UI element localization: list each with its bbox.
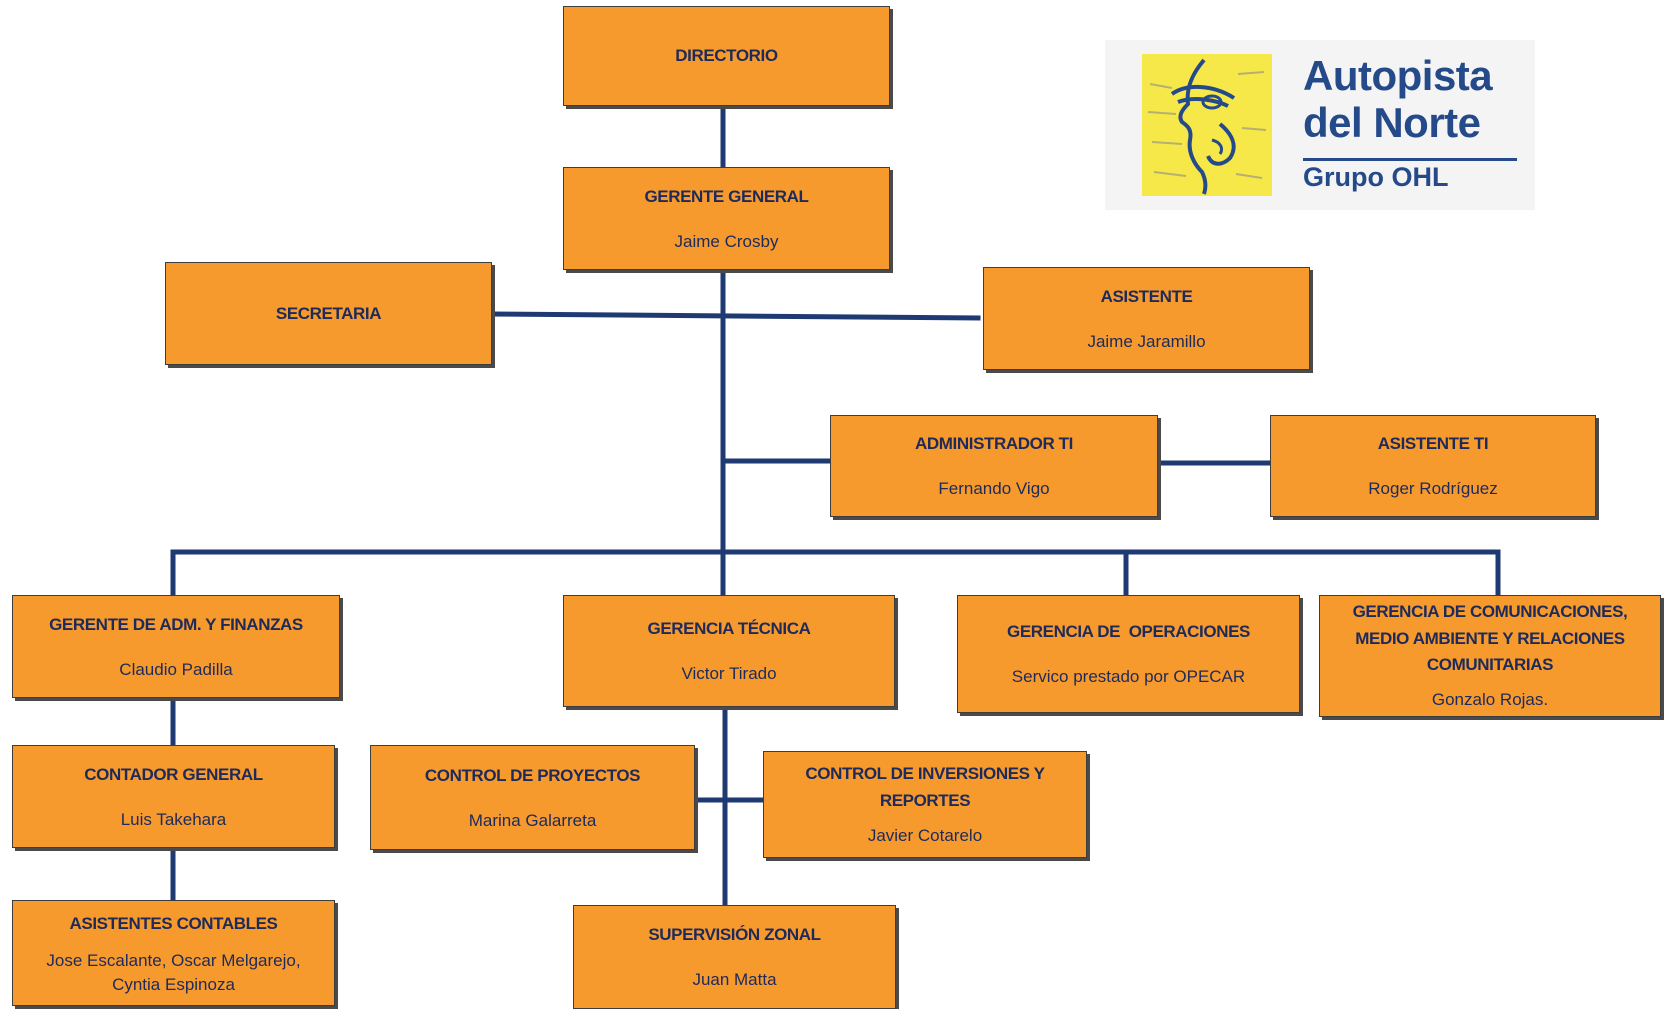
stylized-face-icon bbox=[1142, 54, 1272, 196]
box-control-inversiones: CONTROL DE INVERSIONES Y REPORTES Javier… bbox=[763, 751, 1087, 858]
box-asistente: ASISTENTE Jaime Jaramillo bbox=[983, 267, 1310, 370]
box-person: Luis Takehara bbox=[120, 809, 227, 829]
logo-text-line1: Autopista bbox=[1303, 52, 1493, 99]
logo-text-line2: del Norte bbox=[1303, 99, 1481, 146]
autopista-del-norte-logo: Autopista del Norte Grupo OHL bbox=[1105, 40, 1535, 210]
box-person: Jaime Crosby bbox=[674, 231, 779, 251]
box-person: Javier Cotarelo bbox=[867, 826, 983, 846]
box-person: Juan Matta bbox=[692, 970, 777, 990]
box-contador-general: CONTADOR GENERAL Luis Takehara bbox=[12, 745, 335, 848]
box-title: ASISTENTE TI bbox=[1377, 434, 1489, 454]
box-person: Marina Galarreta bbox=[468, 810, 597, 830]
box-gerencia-tecnica: GERENCIA TÉCNICA Victor Tirado bbox=[563, 595, 895, 707]
box-title: GERENCIA DE OPERACIONES bbox=[1007, 622, 1250, 642]
box-title: GERENCIA TÉCNICA bbox=[647, 619, 811, 639]
box-supervision-zonal: SUPERVISIÓN ZONAL Juan Matta bbox=[573, 905, 896, 1009]
box-asistente-ti: ASISTENTE TI Roger Rodríguez bbox=[1270, 415, 1596, 517]
box-gerencia-comunicaciones: GERENCIA DE COMUNICACIONES, MEDIO AMBIEN… bbox=[1319, 595, 1661, 717]
box-person: Servico prestado por OPECAR bbox=[1011, 667, 1246, 687]
box-person: Jaime Jaramillo bbox=[1087, 331, 1206, 351]
box-title: GERENCIA DE COMUNICACIONES, MEDIO AMBIEN… bbox=[1352, 602, 1628, 674]
box-administrador-ti: ADMINISTRADOR TI Fernando Vigo bbox=[830, 415, 1158, 517]
box-title: ADMINISTRADOR TI bbox=[915, 434, 1073, 454]
box-title: SECRETARIA bbox=[275, 303, 382, 323]
connector-secretaria-asistente bbox=[489, 311, 981, 321]
box-title: CONTROL DE PROYECTOS bbox=[424, 765, 641, 785]
logo-text-line3: Grupo OHL bbox=[1303, 162, 1449, 192]
box-title: GERENTE DE ADM. Y FINANZAS bbox=[49, 614, 303, 634]
box-gerente-finanzas: GERENTE DE ADM. Y FINANZAS Claudio Padil… bbox=[12, 595, 340, 698]
box-person: Victor Tirado bbox=[681, 664, 777, 684]
box-person: Roger Rodríguez bbox=[1368, 479, 1498, 499]
box-title: SUPERVISIÓN ZONAL bbox=[648, 925, 821, 945]
logo-divider bbox=[1303, 158, 1517, 161]
box-title: ASISTENTE bbox=[1100, 286, 1193, 306]
box-title: ASISTENTES CONTABLES bbox=[69, 913, 278, 933]
box-asistentes-contables: ASISTENTES CONTABLES Jose Escalante, Osc… bbox=[12, 900, 335, 1006]
box-gerente-general: GERENTE GENERAL Jaime Crosby bbox=[563, 167, 890, 270]
box-person: Jose Escalante, Oscar Melgarejo, Cyntia … bbox=[46, 950, 301, 994]
box-title: GERENTE GENERAL bbox=[644, 186, 809, 206]
box-title: DIRECTORIO bbox=[675, 46, 778, 66]
box-control-proyectos: CONTROL DE PROYECTOS Marina Galarreta bbox=[370, 745, 695, 850]
box-person: Fernando Vigo bbox=[938, 479, 1050, 499]
box-directorio: DIRECTORIO bbox=[563, 6, 890, 106]
box-title: CONTADOR GENERAL bbox=[84, 764, 263, 784]
box-person: Gonzalo Rojas. bbox=[1431, 690, 1549, 710]
box-title: CONTROL DE INVERSIONES Y REPORTES bbox=[805, 763, 1045, 811]
box-gerencia-operaciones: GERENCIA DE OPERACIONES Servico prestado… bbox=[957, 595, 1300, 713]
box-secretaria: SECRETARIA bbox=[165, 262, 492, 365]
box-person: Claudio Padilla bbox=[119, 659, 233, 679]
